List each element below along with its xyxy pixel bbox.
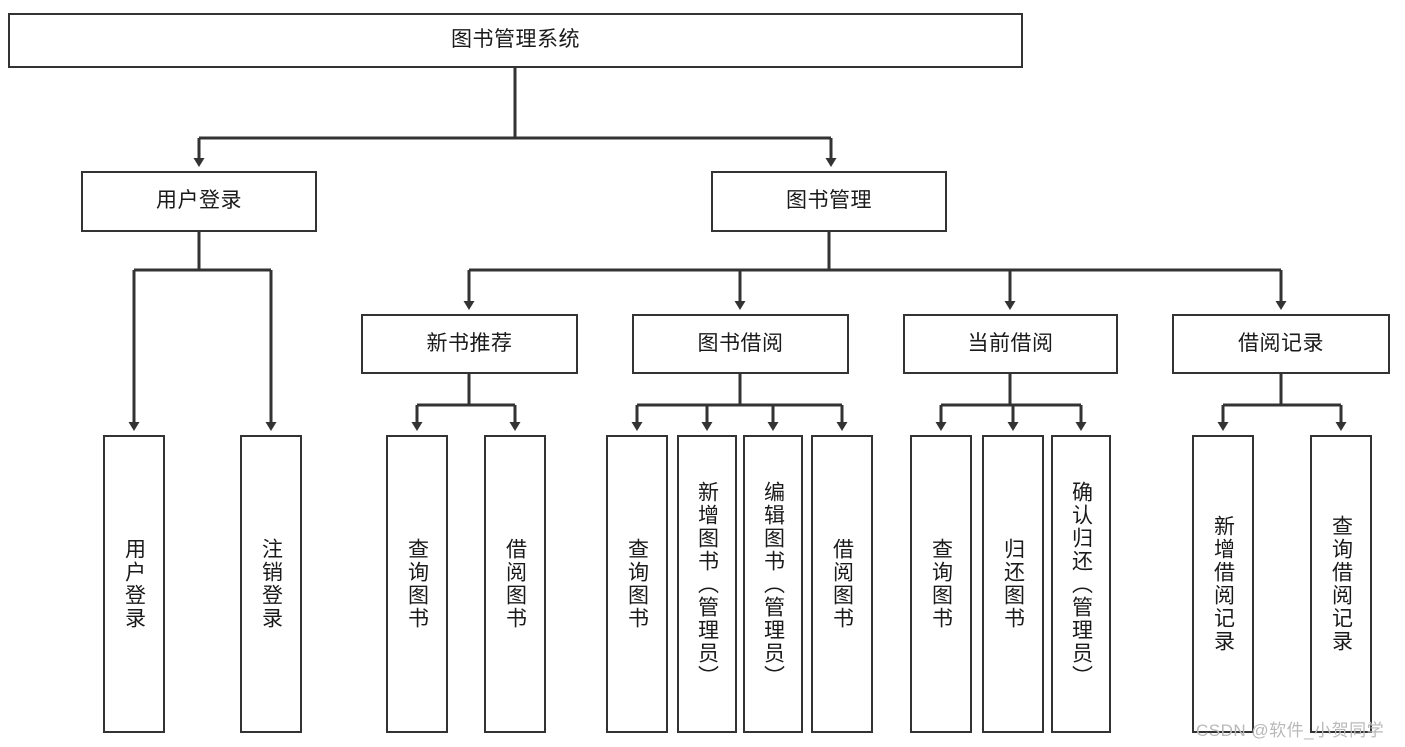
node-leaf-query-book-borrow[interactable]: 查询图书 bbox=[606, 435, 668, 733]
node-leaf-borrow-book-rec-label: 借阅图书 bbox=[503, 538, 527, 630]
node-leaf-edit-book-label: 编辑图书（管理员） bbox=[761, 480, 785, 688]
node-leaf-borrow-book[interactable]: 借阅图书 bbox=[811, 435, 873, 733]
csdn-watermark: CSDN @软件_小贺同学 bbox=[1196, 721, 1385, 740]
node-leaf-borrow-book-rec[interactable]: 借阅图书 bbox=[484, 435, 546, 733]
node-leaf-add-book-label: 新增图书（管理员） bbox=[695, 480, 719, 688]
node-user-login[interactable]: 用户登录 bbox=[81, 171, 317, 232]
node-leaf-add-borrow-record[interactable]: 新增借阅记录 bbox=[1192, 435, 1254, 733]
node-book-borrow[interactable]: 图书借阅 bbox=[632, 314, 849, 374]
node-leaf-confirm-return[interactable]: 确认归还（管理员） bbox=[1051, 435, 1111, 733]
node-leaf-query-book-rec[interactable]: 查询图书 bbox=[386, 435, 448, 733]
node-current-borrow-label: 当前借阅 bbox=[967, 331, 1054, 355]
node-leaf-borrow-book-label: 借阅图书 bbox=[830, 538, 854, 630]
node-leaf-user-login-label: 用户登录 bbox=[122, 538, 146, 630]
node-current-borrow[interactable]: 当前借阅 bbox=[903, 314, 1118, 374]
node-leaf-query-book-current[interactable]: 查询图书 bbox=[910, 435, 972, 733]
node-leaf-query-book-current-label: 查询图书 bbox=[929, 538, 953, 630]
node-book-borrow-label: 图书借阅 bbox=[697, 331, 784, 355]
node-book-manage-label: 图书管理 bbox=[786, 189, 872, 213]
node-new-book-recommend-label: 新书推荐 bbox=[426, 331, 513, 355]
node-borrow-record[interactable]: 借阅记录 bbox=[1172, 314, 1390, 374]
node-leaf-return-book[interactable]: 归还图书 bbox=[982, 435, 1044, 733]
node-root-label: 图书管理系统 bbox=[451, 28, 580, 52]
node-leaf-user-logout-label: 注销登录 bbox=[259, 538, 283, 630]
node-leaf-query-borrow-record-label: 查询借阅记录 bbox=[1329, 515, 1353, 653]
node-leaf-return-book-label: 归还图书 bbox=[1001, 538, 1025, 630]
node-root[interactable]: 图书管理系统 bbox=[8, 13, 1023, 68]
node-user-login-label: 用户登录 bbox=[156, 189, 242, 213]
node-leaf-query-book-rec-label: 查询图书 bbox=[405, 538, 429, 630]
node-book-manage[interactable]: 图书管理 bbox=[711, 171, 947, 232]
node-leaf-user-logout[interactable]: 注销登录 bbox=[240, 435, 302, 733]
node-leaf-query-borrow-record[interactable]: 查询借阅记录 bbox=[1310, 435, 1372, 733]
node-leaf-confirm-return-label: 确认归还（管理员） bbox=[1069, 480, 1093, 688]
node-leaf-edit-book[interactable]: 编辑图书（管理员） bbox=[743, 435, 803, 733]
node-new-book-recommend[interactable]: 新书推荐 bbox=[361, 314, 578, 374]
node-leaf-add-borrow-record-label: 新增借阅记录 bbox=[1211, 515, 1235, 653]
node-leaf-user-login[interactable]: 用户登录 bbox=[103, 435, 165, 733]
node-leaf-add-book[interactable]: 新增图书（管理员） bbox=[677, 435, 737, 733]
node-borrow-record-label: 借阅记录 bbox=[1238, 331, 1324, 355]
node-leaf-query-book-borrow-label: 查询图书 bbox=[625, 538, 649, 630]
